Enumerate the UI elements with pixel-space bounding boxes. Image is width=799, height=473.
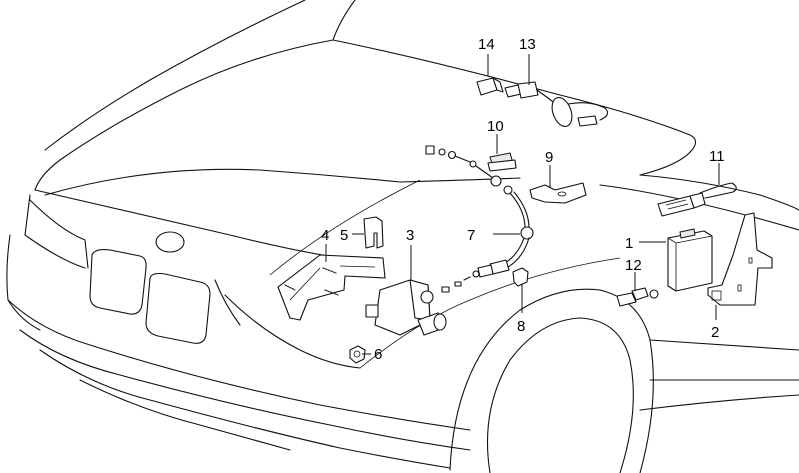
part-12-plug-connector	[616, 287, 659, 307]
part-5-clip	[363, 216, 384, 249]
part-4-actuator-bracket	[277, 254, 386, 321]
part-11-wiring-connector	[657, 182, 737, 217]
part-8-cable-holder	[512, 267, 529, 287]
callout-5: 5	[340, 227, 348, 244]
part-7-bowden-cable	[425, 145, 534, 293]
callout-2: 2	[711, 324, 719, 341]
callout-3: 3	[406, 227, 414, 244]
callout-13: 13	[519, 36, 536, 53]
part-13-switch-cable	[504, 81, 609, 127]
part-9-cable-bracket	[529, 182, 587, 204]
part-10-grommet	[487, 152, 517, 172]
car-body-outline	[6, 0, 799, 473]
leader-lines	[325, 54, 720, 355]
callout-12: 12	[625, 257, 642, 274]
callout-6: 6	[374, 346, 382, 363]
callout-7: 7	[467, 227, 475, 244]
part-3-actuator	[365, 279, 447, 336]
callout-8: 8	[517, 318, 525, 335]
callout-14: 14	[478, 36, 495, 53]
part-2-mounting-bracket	[707, 212, 773, 306]
part-6-nut	[349, 345, 366, 364]
callout-4: 4	[321, 227, 329, 244]
part-1-control-unit	[667, 228, 713, 292]
callout-labels: 14 13 10 9 11 1 12 2 7 8 3 4 5 6	[321, 36, 725, 363]
part-14-connector-housing	[476, 77, 504, 96]
callout-11: 11	[709, 148, 725, 165]
callout-10: 10	[487, 118, 504, 135]
callout-1: 1	[625, 235, 633, 252]
callout-9: 9	[545, 149, 553, 166]
